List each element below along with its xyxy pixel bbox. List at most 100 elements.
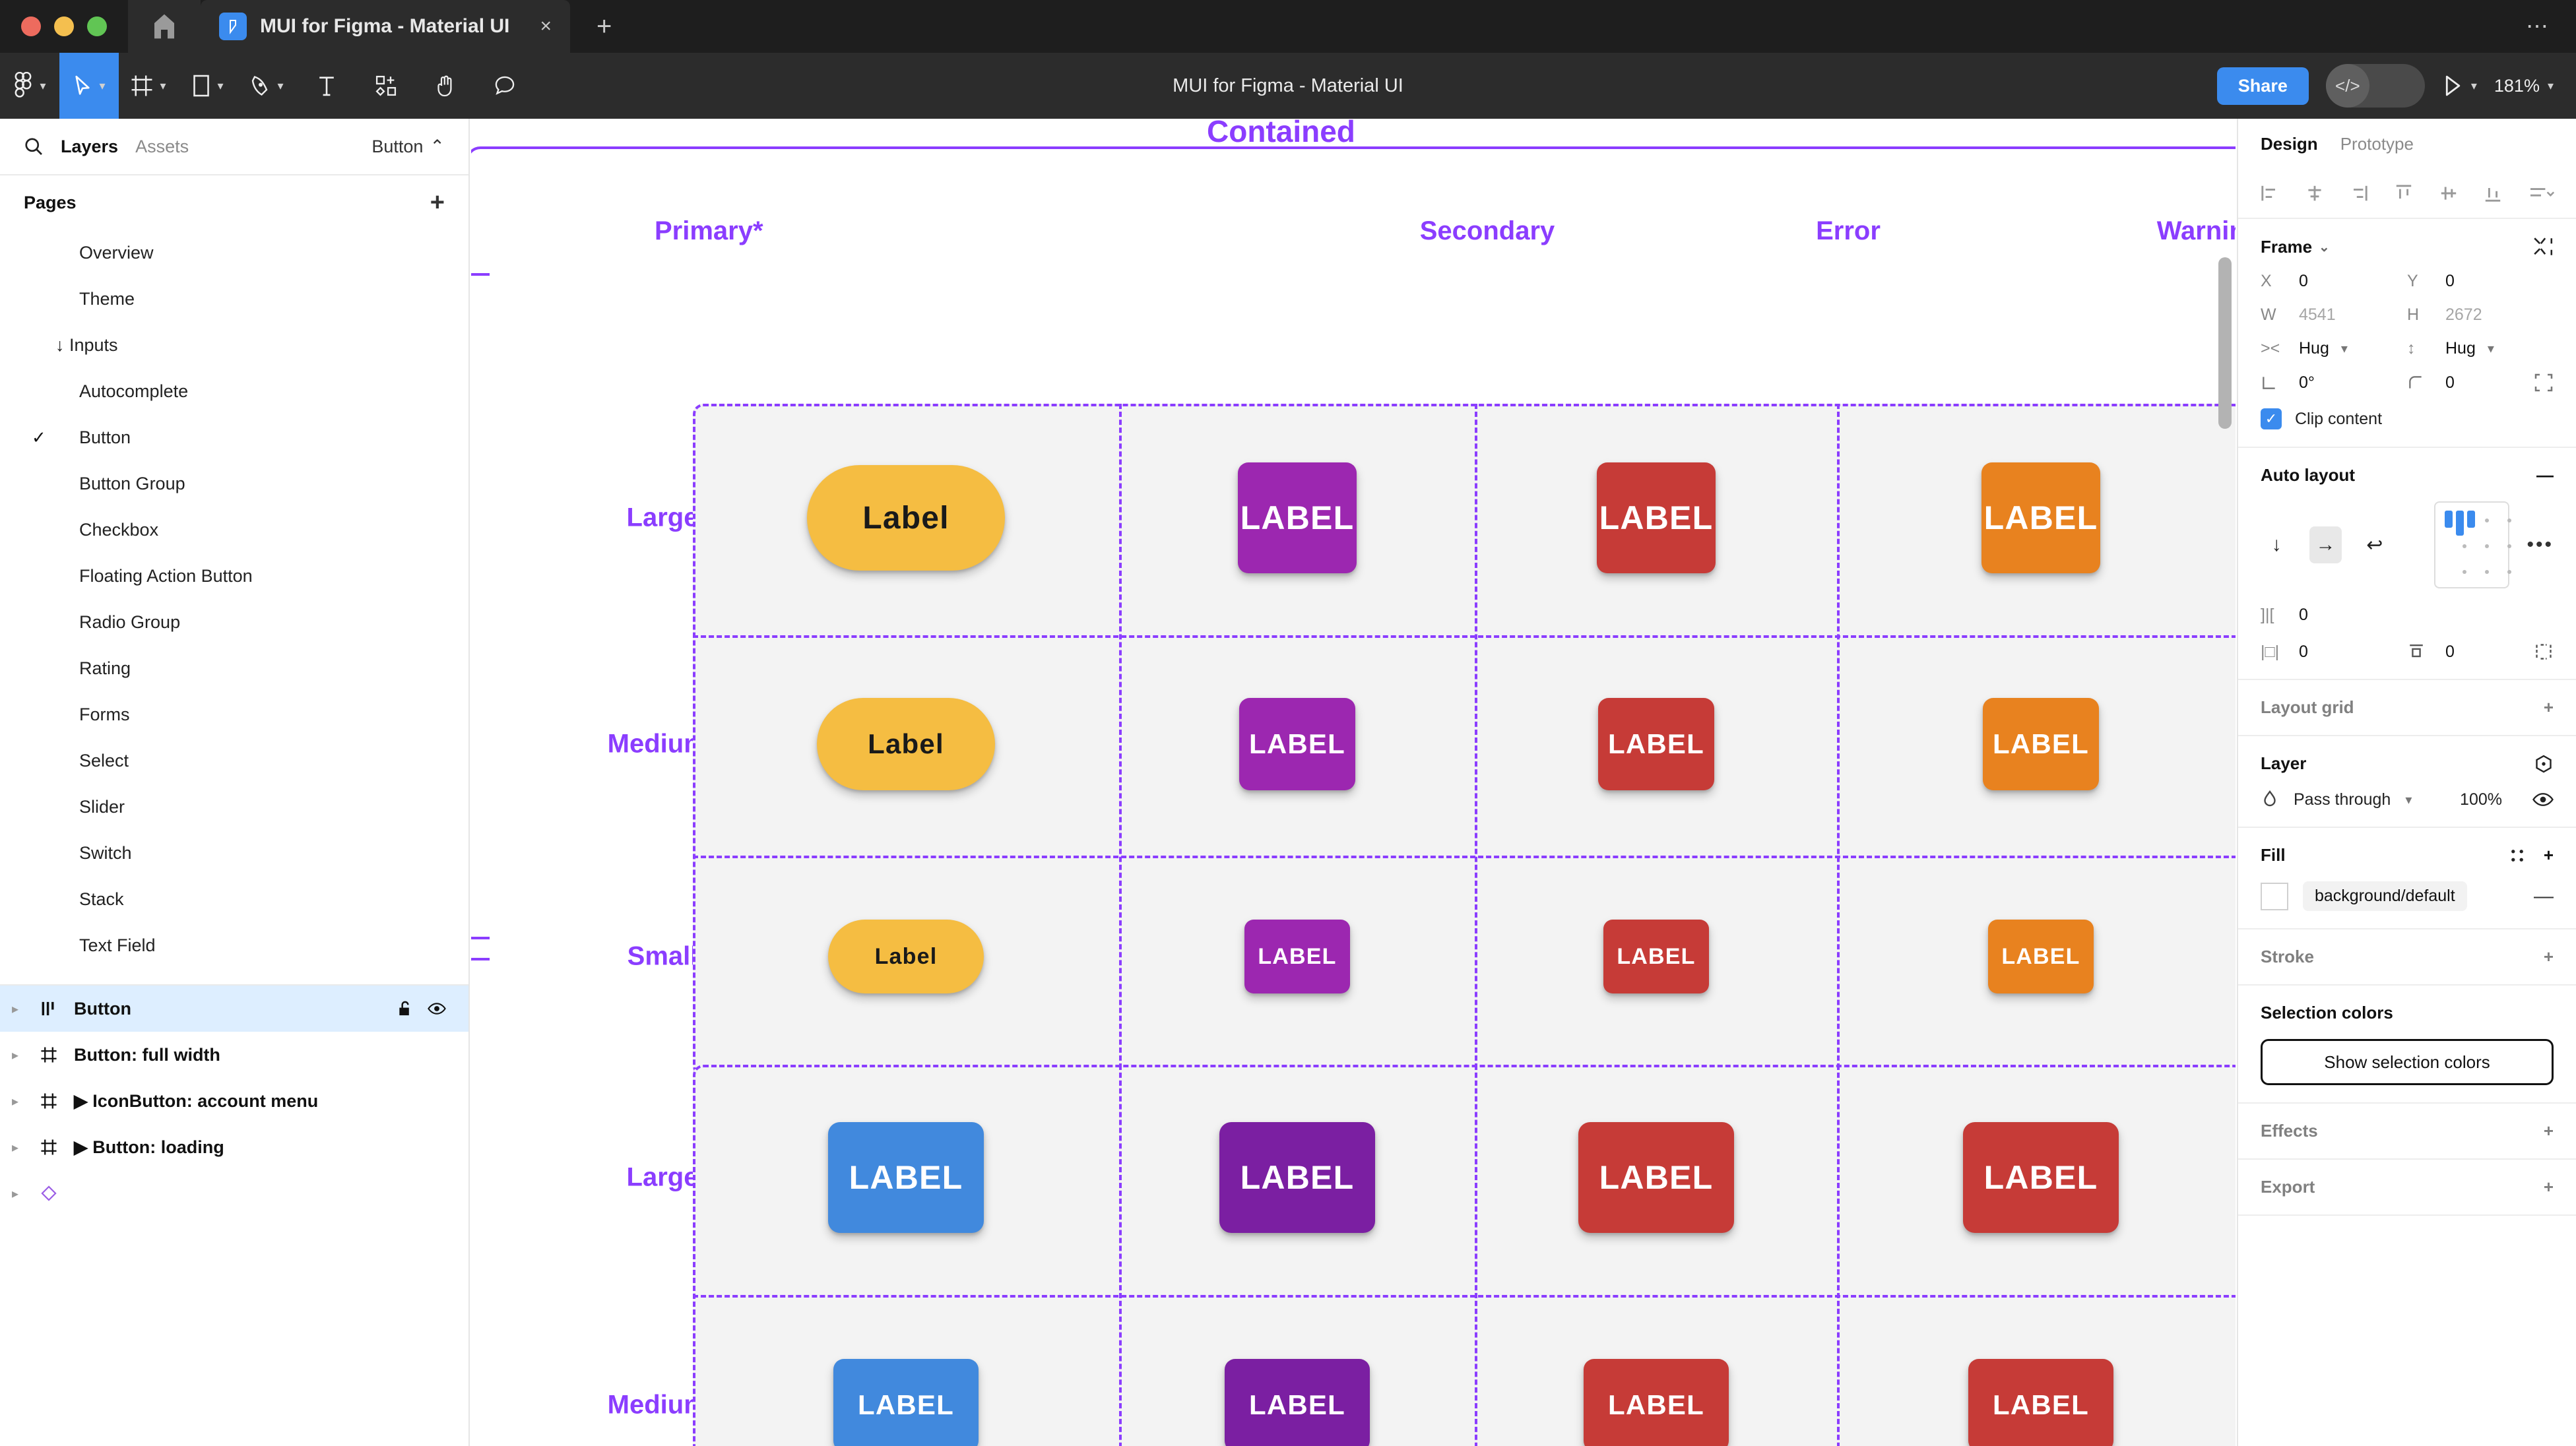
material-button-contained-r0-c1[interactable]: LABEL [1238,462,1357,573]
chevron-down-icon[interactable]: ▾ [2405,792,2412,807]
gap-field[interactable]: ]|[ 0 [2261,606,2407,625]
tab-design[interactable]: Design [2261,133,2318,154]
direction-horizontal-button[interactable]: → [2309,526,2342,563]
material-button-contained-r2-c1[interactable]: LABEL [1244,920,1350,993]
page-item-slider[interactable]: Slider [0,784,468,830]
move-tool-icon[interactable]: ▾ [59,53,119,119]
direction-vertical-button[interactable]: ↓ [2271,534,2282,555]
material-button-contained-r1-c3[interactable]: LABEL [1983,698,2099,790]
alignment-pad[interactable] [2433,501,2511,588]
page-item-select[interactable]: Select [0,738,468,784]
y-field[interactable]: Y 0 [2407,272,2554,291]
search-icon[interactable] [24,137,44,156]
page-item-button-group[interactable]: Button Group [0,460,468,507]
align-bottom-icon[interactable] [2482,183,2503,204]
expand-caret-icon[interactable]: ▸ [11,1140,19,1155]
expand-caret-icon[interactable]: ▸ [11,1001,19,1017]
material-button-contained-r0-c2[interactable]: LABEL [1597,462,1716,573]
figma-menu-icon[interactable]: ▾ [0,53,59,119]
remove-fill-button[interactable]: — [2534,885,2554,907]
material-button-outlined-r1-c2[interactable]: LABEL [1584,1359,1729,1446]
fill-style-token[interactable]: background/default [2303,881,2467,911]
align-left-icon[interactable] [2259,183,2280,204]
fill-styles-icon[interactable] [2508,846,2527,865]
page-item-radio-group[interactable]: Radio Group [0,599,468,645]
visibility-icon[interactable] [428,1001,446,1017]
material-button-outlined-r0-c0[interactable]: LABEL [828,1122,984,1233]
material-button-contained-r1-c2[interactable]: LABEL [1598,698,1714,790]
opacity-value[interactable]: 100% [2460,790,2502,809]
show-selection-colors-button[interactable]: Show selection colors [2261,1039,2554,1085]
maximize-window-button[interactable] [87,16,107,36]
layer-row[interactable]: ▸Button: full width [0,1032,468,1078]
tab-layers[interactable]: Layers [61,136,119,156]
corner-radius-field[interactable]: 0 [2407,373,2554,393]
add-fill-button[interactable]: + [2543,845,2554,865]
page-item-inputs[interactable]: ↓ Inputs [0,322,468,368]
add-effect-button[interactable]: + [2543,1121,2554,1141]
layer-row[interactable]: ▸ [0,1170,468,1216]
layer-row[interactable]: ▸▶ IconButton: account menu [0,1078,468,1124]
clip-content-checkbox[interactable]: ✓ [2261,408,2282,429]
page-item-overview[interactable]: Overview [0,230,468,276]
resources-icon[interactable] [356,53,416,119]
individual-padding-icon[interactable] [2534,642,2554,662]
page-item-checkbox[interactable]: Checkbox [0,507,468,553]
page-item-floating-action-button[interactable]: Floating Action Button [0,553,468,599]
fill-color-swatch[interactable] [2261,882,2288,910]
share-button[interactable]: Share [2216,67,2309,105]
horizontal-padding-field[interactable]: |□| 0 [2261,643,2407,662]
tab-prototype[interactable]: Prototype [2340,133,2414,154]
pen-tool-icon[interactable]: ▾ [238,53,297,119]
page-item-stack[interactable]: Stack [0,876,468,922]
material-button-contained-r2-c3[interactable]: LABEL [1988,920,2094,993]
page-item-theme[interactable]: Theme [0,276,468,322]
close-tab-icon[interactable]: × [540,15,552,37]
rotation-field[interactable]: 0° [2261,373,2407,393]
vertical-padding-field[interactable]: 0 [2407,642,2554,662]
expand-caret-icon[interactable]: ▸ [11,1094,19,1109]
layer-row[interactable]: ▸▶ Button: loading [0,1124,468,1170]
vertical-resizing-select[interactable]: ↕ Hug ▾ [2407,339,2554,358]
add-export-button[interactable]: + [2543,1177,2554,1197]
clip-content-row[interactable]: ✓ Clip content [2261,408,2554,429]
page-item-forms[interactable]: Forms [0,691,468,738]
window-menu-icon[interactable]: ⋯ [2526,14,2550,39]
page-item-rating[interactable]: Rating [0,645,468,691]
home-button[interactable] [128,0,201,53]
add-stroke-button[interactable]: + [2543,947,2554,966]
page-item-button[interactable]: ✓Button [0,414,468,460]
component-breadcrumb[interactable]: Button ⌃ [371,137,445,157]
material-button-outlined-r1-c0[interactable]: LABEL [833,1359,979,1446]
direction-wrap-button[interactable]: ↩ [2366,534,2383,556]
material-button-outlined-r0-c1[interactable]: LABEL [1219,1122,1375,1233]
width-field[interactable]: W 4541 [2261,305,2407,325]
page-item-text-field[interactable]: Text Field [0,922,468,968]
text-tool-icon[interactable] [297,53,356,119]
distribute-menu-icon[interactable] [2527,183,2555,204]
shape-tool-icon[interactable]: ▾ [178,53,238,119]
remove-auto-layout-button[interactable]: — [2536,465,2554,485]
new-tab-icon[interactable]: + [596,12,612,41]
auto-layout-more-options-button[interactable]: ••• [2527,534,2554,555]
tab-assets[interactable]: Assets [135,136,189,156]
layer-styles-icon[interactable] [2534,754,2554,774]
chevron-down-icon[interactable]: ▾ [2470,79,2477,92]
align-vertical-center-icon[interactable] [2438,183,2459,204]
resize-to-fit-icon[interactable] [2532,236,2554,257]
page-item-switch[interactable]: Switch [0,830,468,876]
layer-row[interactable]: ▸Button [0,986,468,1032]
add-page-button[interactable]: + [430,189,445,216]
material-button-contained-r0-c3[interactable]: LABEL [1981,462,2100,573]
align-top-icon[interactable] [2393,183,2414,204]
material-button-contained-r1-c0[interactable]: Label [817,698,995,790]
chevron-down-icon[interactable]: ⌄ [2319,239,2330,255]
page-item-autocomplete[interactable]: Autocomplete [0,368,468,414]
align-right-icon[interactable] [2348,183,2369,204]
comment-tool-icon[interactable] [475,53,534,119]
height-field[interactable]: H 2672 [2407,305,2554,325]
align-horizontal-center-icon[interactable] [2304,183,2325,204]
figma-canvas[interactable]: Contained Primary* Secondary Error Warni… [471,119,2236,1446]
material-button-outlined-r1-c1[interactable]: LABEL [1225,1359,1370,1446]
material-button-contained-r1-c1[interactable]: LABEL [1239,698,1355,790]
